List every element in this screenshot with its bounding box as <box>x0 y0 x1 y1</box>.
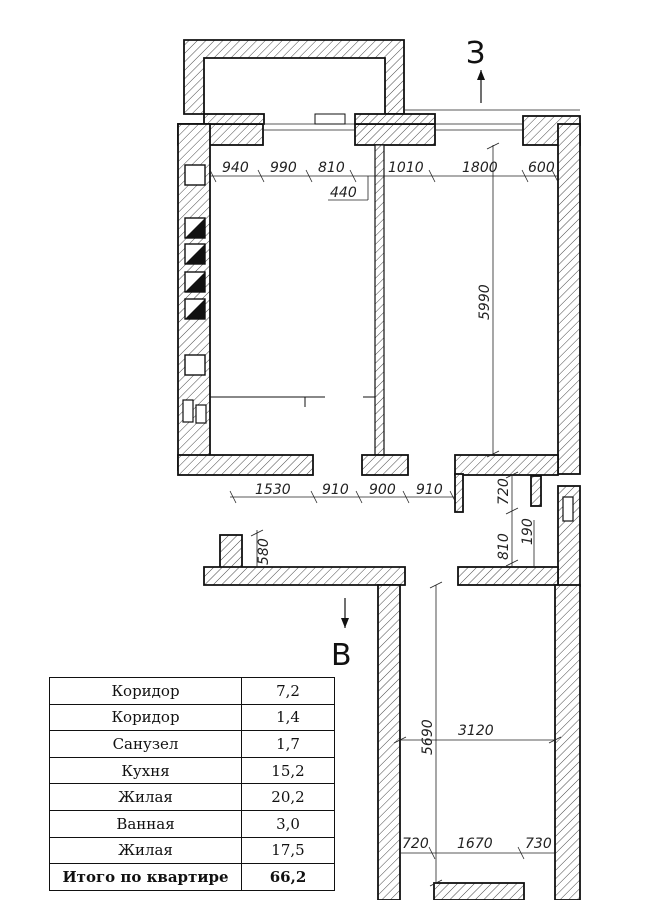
table-row: Жилая 20,2 <box>49 783 335 811</box>
dim-600: 600 <box>528 160 555 176</box>
room-name: Коридор <box>49 677 242 705</box>
total-label: Итого по квартире <box>49 863 242 891</box>
dim-580: 580 <box>256 538 272 565</box>
room-area: 1,4 <box>241 703 335 732</box>
room-area: 1,7 <box>241 730 335 758</box>
dim-720-bottom: 720 <box>402 836 429 852</box>
room-name: Ванная <box>49 809 242 838</box>
dim-5690: 5690 <box>420 719 436 755</box>
middle-walls <box>177 454 559 586</box>
room-area: 17,5 <box>241 836 335 865</box>
table-total-row: Итого по квартире 66,2 <box>49 863 335 891</box>
room-name: Жилая <box>49 836 242 865</box>
dimension-lines <box>209 142 562 887</box>
room-area: 3,0 <box>241 809 335 838</box>
dim-900: 900 <box>369 482 396 498</box>
dim-910b: 910 <box>416 482 443 498</box>
dim-1800: 1800 <box>462 160 498 176</box>
room-name: Санузел <box>49 730 242 758</box>
exterior-wall-top <box>177 109 581 146</box>
dim-730: 730 <box>525 836 552 852</box>
room-name: Кухня <box>49 756 242 785</box>
exterior-wall-left <box>177 123 211 471</box>
room-name: Коридор <box>49 703 242 732</box>
dim-1010: 1010 <box>388 160 424 176</box>
compass-east-label: З <box>466 36 485 71</box>
corridor-walls <box>203 534 406 900</box>
vent-shafts <box>184 217 206 320</box>
dim-720-bath: 720 <box>496 478 512 505</box>
dim-810: 810 <box>318 160 345 176</box>
dim-910a: 910 <box>322 482 349 498</box>
table-row: Ванная 3,0 <box>49 809 335 838</box>
room-area: 15,2 <box>241 756 335 785</box>
exterior-wall-right-lower <box>433 584 581 900</box>
dim-940: 940 <box>222 160 249 176</box>
room-area: 7,2 <box>241 677 335 705</box>
area-table: Коридор 7,2 Коридор 1,4 Санузел 1,7 Кухн… <box>49 677 335 891</box>
compass-east: З <box>466 36 485 103</box>
balcony <box>183 39 405 115</box>
total-area: 66,2 <box>241 863 335 891</box>
dim-1530: 1530 <box>255 482 291 498</box>
window <box>314 113 346 125</box>
dim-440: 440 <box>330 185 357 201</box>
table-row: Кухня 15,2 <box>49 756 335 785</box>
table-row: Коридор 1,4 <box>49 703 335 732</box>
table-row: Жилая 17,5 <box>49 836 335 865</box>
partition-wall <box>210 144 385 456</box>
dim-1670: 1670 <box>457 836 493 852</box>
dim-5990: 5990 <box>477 284 493 320</box>
table-row: Коридор 7,2 <box>49 677 335 705</box>
dim-3120: 3120 <box>458 723 494 739</box>
dim-190: 190 <box>520 518 536 545</box>
room-name: Жилая <box>49 783 242 811</box>
compass-south-label: В <box>331 638 352 673</box>
compass-south: В <box>331 598 352 673</box>
table-row: Санузел 1,7 <box>49 730 335 758</box>
room-area: 20,2 <box>241 783 335 811</box>
exterior-wall-right-upper <box>557 123 581 587</box>
dim-990: 990 <box>270 160 297 176</box>
dim-810-bath: 810 <box>496 533 512 560</box>
